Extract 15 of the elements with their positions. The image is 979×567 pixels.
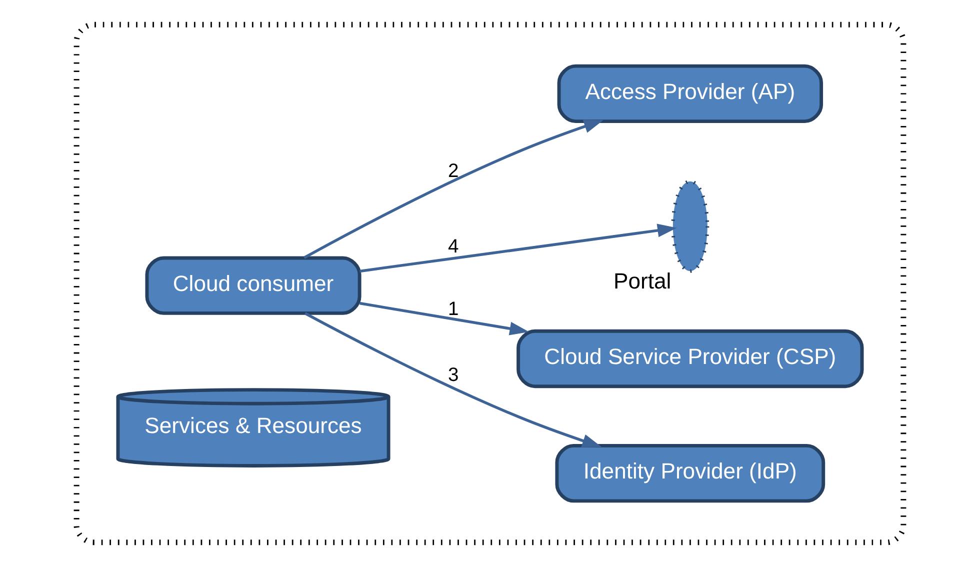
node-ellipse xyxy=(670,180,709,273)
node-box: Access Provider (AP) xyxy=(556,64,823,124)
arrow xyxy=(359,302,529,336)
node-label: Portal xyxy=(613,268,671,294)
edge-label: 3 xyxy=(448,365,458,386)
cluster xyxy=(73,22,906,546)
edge-label: 2 xyxy=(448,160,458,182)
node-box: Cloud Service Provider (CSP) xyxy=(516,329,864,388)
edge-label: 1 xyxy=(448,298,458,320)
edge-label: 4 xyxy=(448,236,458,258)
node-box: Cloud consumer xyxy=(144,256,361,315)
node-box: Identity Provider (IdP) xyxy=(554,444,825,503)
arrow xyxy=(303,120,603,259)
arrow xyxy=(304,312,602,448)
arrow xyxy=(359,224,676,273)
